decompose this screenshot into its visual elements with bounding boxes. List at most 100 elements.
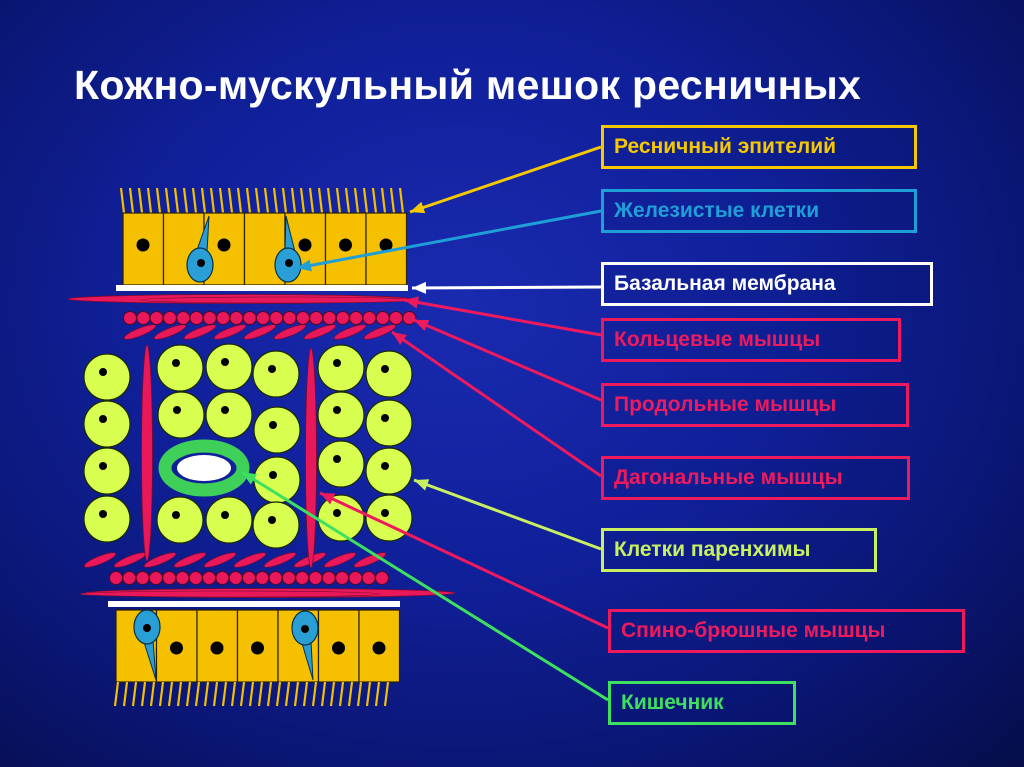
cell-nucleus [251, 641, 264, 655]
ring-muscle-row [109, 311, 417, 585]
cilium [200, 187, 207, 214]
pointer-intestine [241, 470, 609, 702]
ring-muscle-section [361, 571, 376, 585]
cilium [248, 681, 255, 707]
cilium [335, 187, 342, 214]
cilium [236, 187, 243, 214]
ring-muscle-section [349, 311, 364, 325]
cilium [383, 681, 390, 707]
cilium [317, 187, 324, 214]
cilium [272, 187, 279, 214]
ring-muscle-section [362, 311, 377, 325]
ring-muscle-section [402, 311, 417, 325]
diagonal-fiber [153, 324, 187, 340]
ring-muscle-section [162, 311, 177, 325]
cell-nucleus [381, 462, 389, 470]
ring-muscle-section [308, 571, 323, 585]
cilium [302, 681, 309, 707]
label-dorsoventral-muscles: Спино-брюшные мышцы [608, 609, 965, 653]
cilium [173, 187, 180, 214]
ring-muscle-section [295, 311, 310, 325]
cell-nucleus [372, 641, 386, 655]
label-ring-muscles: Кольцевые мышцы [601, 318, 901, 362]
longitudinal-fiber [79, 590, 381, 598]
cilium [230, 681, 237, 707]
pointer-parenchyma-cells-arrowhead [414, 479, 430, 491]
pointer-diagonal-muscles [391, 330, 602, 478]
cell-nucleus [99, 368, 107, 376]
parenchyma-cell [252, 350, 300, 398]
bottom-cilia [113, 681, 390, 707]
pointer-glandular-cells [296, 209, 602, 270]
cell-nucleus [210, 641, 224, 655]
cilium [122, 681, 129, 707]
cilium [344, 187, 351, 214]
cilium [353, 187, 360, 214]
cilium [227, 187, 234, 214]
label-longitudinal-muscles: Продольные мышцы [601, 383, 909, 427]
cell-nucleus [332, 641, 345, 655]
pointer-lines [241, 145, 609, 702]
epithelial-cell [358, 609, 401, 683]
cilium [164, 187, 171, 214]
cilium [182, 187, 189, 214]
parenchyma-cell [157, 391, 205, 439]
ring-muscle-section [175, 571, 190, 585]
cilium [140, 681, 147, 707]
label-ciliated-epithelium: Ресничный эпителий [601, 125, 917, 169]
cilium [371, 187, 378, 214]
pointer-basal-membrane [411, 285, 602, 290]
cilium [209, 187, 216, 214]
cilium [308, 187, 315, 214]
diagonal-fiber [273, 324, 307, 340]
cilium [311, 681, 318, 707]
pointer-ciliated-epithelium-arrowhead [410, 201, 426, 214]
cilium [149, 681, 156, 707]
cilium [389, 187, 396, 214]
cell-nucleus [381, 365, 389, 373]
diagonal-fiber [143, 552, 177, 568]
glandular-cells [133, 215, 319, 681]
parenchyma-cell [83, 353, 131, 401]
cilium [293, 681, 300, 707]
pointer-diagonal-muscles-arrowhead [392, 332, 407, 345]
cell-nucleus [339, 238, 352, 252]
parenchyma-cell [253, 456, 301, 504]
parenchyma-cell [156, 496, 204, 544]
ring-muscle-section [281, 571, 296, 585]
cell-nucleus [99, 462, 107, 470]
diagonal-fiber [113, 552, 147, 568]
top-cilia [119, 187, 405, 214]
ring-muscle-section [202, 571, 217, 585]
parenchyma-cell [317, 440, 365, 488]
longitudinal-fiber [139, 296, 421, 304]
ring-muscle-section [216, 311, 231, 325]
ring-muscle-section [309, 311, 324, 325]
cell-nucleus [172, 359, 180, 367]
ring-muscle-section [136, 311, 151, 325]
cilium [194, 681, 201, 707]
diagonal-fiber [263, 552, 297, 568]
cilium [380, 187, 387, 214]
cilium [203, 681, 210, 707]
ring-muscle-section [162, 571, 177, 585]
cilium [146, 187, 153, 214]
diagonal-fiber [183, 324, 217, 340]
cell-nucleus [269, 421, 277, 429]
ring-muscle-section [375, 311, 390, 325]
parenchyma-cell [365, 447, 413, 495]
diagonal-fiber [233, 552, 267, 568]
ring-muscle-section [149, 311, 164, 325]
ring-muscle-section [295, 571, 310, 585]
parenchyma-cell [365, 350, 413, 398]
cilium [185, 681, 192, 707]
cell-nucleus [381, 414, 389, 422]
diagonal-fiber [173, 552, 207, 568]
cilium [167, 681, 174, 707]
cilium [326, 187, 333, 214]
parenchyma-cell [317, 344, 365, 392]
diagonal-fiber [333, 324, 367, 340]
parenchyma-cell [317, 391, 365, 439]
ring-muscle-section [188, 571, 203, 585]
cilium [356, 681, 363, 707]
